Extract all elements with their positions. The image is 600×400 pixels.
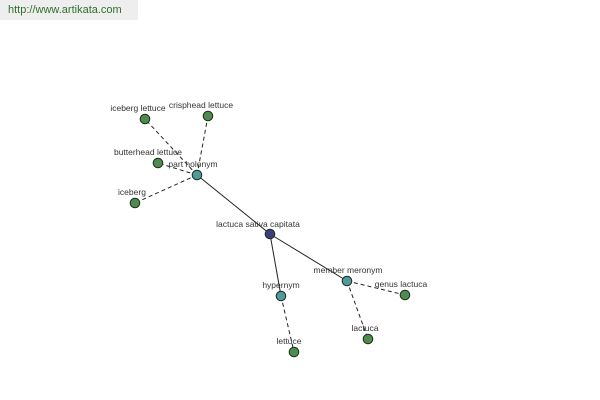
edge-part-holonym-crisphead-lettuce xyxy=(196,115,209,176)
site-url-banner[interactable]: http://www.artikata.com xyxy=(0,0,138,20)
node-label-hypernym[interactable]: hypernym xyxy=(262,280,299,290)
node-root[interactable] xyxy=(264,228,276,240)
edge-member-meronym-lactuca xyxy=(346,280,369,340)
node-label-iceberg-lettuce[interactable]: iceberg lettuce xyxy=(110,103,166,113)
node-label-lettuce[interactable]: lettuce xyxy=(276,336,301,346)
node-lactuca[interactable] xyxy=(362,333,374,345)
node-butterhead-lettuce[interactable] xyxy=(152,157,164,169)
node-crisphead-lettuce[interactable] xyxy=(202,110,214,122)
edges-layer xyxy=(134,115,406,353)
node-iceberg-lettuce[interactable] xyxy=(139,113,151,125)
node-genus-lactuca[interactable] xyxy=(399,289,411,301)
node-hypernym[interactable] xyxy=(275,290,287,302)
site-url-text[interactable]: http://www.artikata.com xyxy=(8,4,122,16)
edge-hypernym-lettuce xyxy=(280,295,295,353)
node-label-member-meronym[interactable]: member meronym xyxy=(314,265,383,275)
node-iceberg[interactable] xyxy=(129,197,141,209)
edge-root-part-holonym xyxy=(196,174,271,235)
edge-root-member-meronym xyxy=(269,233,348,282)
node-label-crisphead-lettuce[interactable]: crisphead lettuce xyxy=(169,100,234,110)
edge-part-holonym-iceberg xyxy=(134,174,198,204)
node-label-genus-lactuca[interactable]: genus lactuca xyxy=(375,279,428,289)
node-label-butterhead-lettuce[interactable]: butterhead lettuce xyxy=(114,147,182,157)
edge-member-meronym-genus-lactuca xyxy=(346,280,406,296)
labels-layer: lactuca sativa capitata part holonym membe… xyxy=(110,100,427,346)
node-label-part-holonym[interactable]: part holonym xyxy=(168,159,217,169)
edge-root-hypernym xyxy=(269,233,282,297)
nodes-layer xyxy=(129,110,411,358)
node-part-holonym[interactable] xyxy=(191,169,203,181)
node-member-meronym[interactable] xyxy=(341,275,353,287)
node-label-lactuca[interactable]: lactuca xyxy=(352,323,379,333)
node-lettuce[interactable] xyxy=(288,346,300,358)
node-label-root[interactable]: lactuca sativa capitata xyxy=(216,219,300,229)
node-label-iceberg[interactable]: iceberg xyxy=(118,187,146,197)
edge-part-holonym-iceberg-lettuce xyxy=(144,118,198,176)
